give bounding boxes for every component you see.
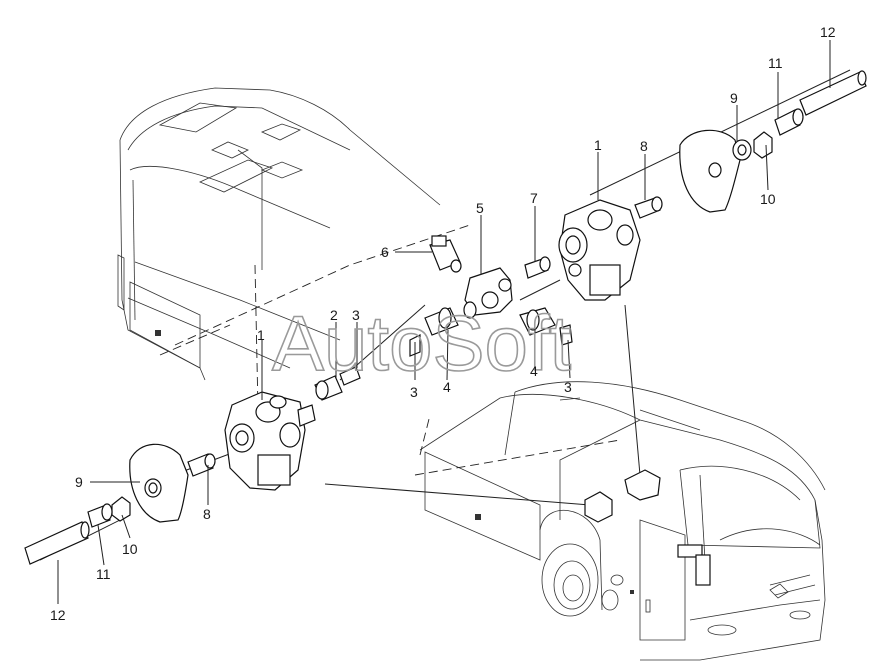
callout-11-top: 11: [768, 55, 783, 71]
callout-9-top: 9: [730, 90, 738, 106]
valve-assembly-left: [24, 391, 316, 565]
callout-6: 6: [381, 244, 389, 260]
callout-4-right: 4: [530, 363, 538, 379]
watermark: AutoSoft: [272, 299, 572, 387]
callout-12-top: 12: [820, 24, 836, 40]
callout-4-left: 4: [443, 379, 451, 395]
callout-2: 2: [330, 307, 338, 323]
callout-8-left: 8: [203, 506, 211, 522]
tee-fittings-center: [314, 235, 573, 401]
callout-1-top: 1: [594, 137, 602, 153]
callout-9-left: 9: [75, 474, 83, 490]
valve-assembly-top: [524, 70, 867, 301]
bus-illustration: [117, 87, 826, 661]
callout-11-left: 11: [96, 566, 111, 582]
callout-12-left: 12: [50, 607, 66, 623]
callout-10-left: 10: [122, 541, 138, 557]
callout-3-mid-right: 3: [564, 379, 572, 395]
callout-3-mid-left: 3: [410, 384, 418, 400]
callout-ticks: [57, 40, 831, 604]
callout-5: 5: [476, 200, 484, 216]
installed-valves: [584, 469, 661, 523]
callout-10-top: 10: [760, 191, 776, 207]
callout-7: 7: [530, 190, 538, 206]
callout-1-left: 1: [257, 327, 265, 343]
callout-8-top: 8: [640, 138, 648, 154]
callout-labels: 1 8 7 5 6 9 11 12 10 1 2 3 3 4 4 3 9 8 1…: [50, 24, 836, 623]
callout-3-top: 3: [352, 307, 360, 323]
